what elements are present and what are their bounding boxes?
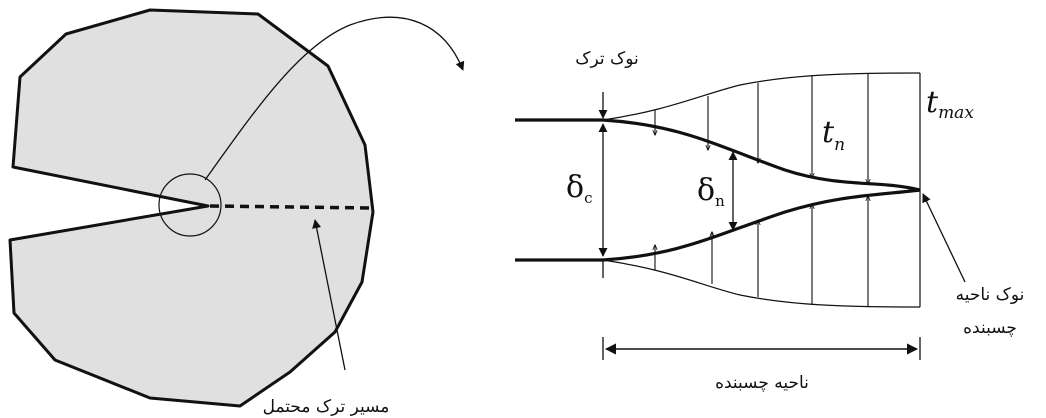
lower-traction-envelope <box>602 259 921 308</box>
t-max-subscript: max <box>938 103 974 123</box>
lower-traction-arrows <box>655 196 868 307</box>
crack-tip-label: نوک ترک <box>575 49 638 69</box>
t-max-symbol: t <box>926 85 939 120</box>
upper-crack-face <box>515 118 921 192</box>
upper-traction-envelope <box>602 72 921 121</box>
specimen <box>8 8 465 408</box>
lower-crack-face <box>515 188 921 262</box>
delta-n-symbol: δ <box>697 173 715 208</box>
crack-tip-circle <box>158 173 222 237</box>
cohesive-zone-label: ناحیه چسبنده <box>715 373 809 393</box>
delta-c-subscript: c <box>584 189 592 207</box>
t-max-label: tmax <box>926 85 974 123</box>
t-n-label: tn <box>822 115 845 155</box>
delta-n-label: δn <box>697 173 725 210</box>
cohesive-zone-tip-label-line1: نوک ناحیه <box>956 285 1025 305</box>
zoom-arrow <box>204 16 465 181</box>
specimen-body <box>8 8 375 408</box>
delta-c-label: δc <box>566 170 592 207</box>
cohesive-zone-tip-arrow <box>922 193 966 283</box>
crack-path-pointer-arrow <box>312 219 346 371</box>
t-n-symbol: t <box>822 115 835 150</box>
potential-crack-path-label: مسیر ترک محتمل <box>263 397 390 417</box>
cohesive-zone-tip-label-line2: چسبنده <box>963 318 1017 338</box>
delta-n-subscript: n <box>715 192 725 210</box>
cohesive-zone-schematic <box>515 72 966 360</box>
upper-traction-arrows <box>655 73 868 184</box>
potential-crack-path-line <box>209 204 373 210</box>
t-n-subscript: n <box>834 135 845 155</box>
delta-c-symbol: δ <box>566 170 584 205</box>
